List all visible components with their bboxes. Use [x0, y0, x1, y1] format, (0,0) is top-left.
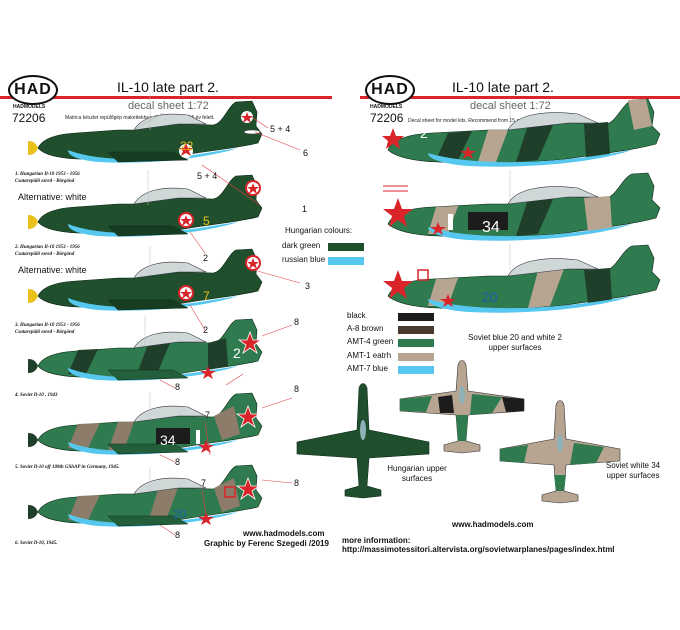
- caption-3: 3. Hungarian Il-10 1953 - 1956 Csatarepü…: [15, 322, 80, 336]
- age-note-right: Decal sheet for model kits. Recommend fr…: [408, 118, 547, 124]
- alternative-label-2: Alternative: white: [18, 265, 87, 275]
- right-profile-1: [382, 98, 661, 167]
- hungarian-colour-swatch-1: [328, 257, 364, 265]
- callout-10: 8: [294, 384, 300, 394]
- callout-1: 5 + 4: [270, 124, 291, 134]
- hungarian-colour-label-1: russian blue: [282, 255, 326, 264]
- soviet-colour-swatch-2: [398, 339, 434, 347]
- callout-lines: [159, 115, 301, 536]
- caption-4-line1: 4. Soviet Il-10 , 1943: [15, 393, 58, 398]
- callout-6: 3: [305, 281, 311, 291]
- aircraft-number-4: 2: [233, 345, 241, 361]
- aircraft-number-5: 34: [160, 432, 176, 448]
- callout-7: 2: [203, 325, 209, 335]
- view-caption-hungarian: Hungarian upper surfaces: [387, 464, 447, 483]
- top-view-soviet-blue: [399, 360, 525, 454]
- sheet-subtitle-left: decal sheet 1:72: [128, 100, 209, 112]
- callout-14: 7: [201, 478, 207, 488]
- right-aircraft-number-1: 2: [420, 125, 428, 141]
- right-aircraft-number-3: 20: [482, 289, 498, 305]
- soviet-colour-swatch-1: [398, 326, 434, 334]
- aircraft-number-3: 7: [203, 289, 210, 303]
- caption-2: 2. Hungarian Il-10 1953 - 1956 Csatarepü…: [15, 244, 80, 258]
- footer-url-left[interactable]: www.hadmodels.com: [243, 529, 325, 538]
- aircraft-profile-2: [28, 174, 263, 237]
- aircraft-profile-6: [28, 464, 263, 527]
- soviet-colour-swatch-4: [398, 366, 434, 374]
- callout-4: 1: [302, 204, 308, 214]
- had-logo-right: HAD: [365, 75, 415, 105]
- callout-5: 2: [203, 253, 209, 263]
- aircraft-profile-1: [28, 100, 263, 163]
- header-red-line-right: [360, 96, 680, 99]
- caption-2-line2: Csatarepülő ezred - Börgönd: [15, 252, 75, 257]
- sheet-subtitle-right: decal sheet 1:72: [470, 100, 551, 112]
- callout-8: 8: [294, 317, 300, 327]
- caption-1-line1: 1. Hungarian Il-10 1953 - 1956: [15, 172, 80, 177]
- product-code-left: 72206: [12, 111, 46, 125]
- caption-4: 4. Soviet Il-10 , 1943: [15, 392, 58, 399]
- callout-13: 8: [294, 478, 300, 488]
- reference-lines: [144, 92, 151, 490]
- soviet-colour-swatch-3: [398, 353, 434, 361]
- caption-1: 1. Hungarian Il-10 1953 - 1956 Csatarepü…: [15, 171, 80, 185]
- caption-6: 6. Soviet Il-10, 1945.: [15, 540, 58, 547]
- caption-3-line1: 3. Hungarian Il-10 1953 - 1956: [15, 323, 80, 328]
- caption-1-line2: Csatarepülő ezred - Börgönd: [15, 179, 75, 184]
- view-caption-soviet-white: Soviet white 34 upper surfaces: [605, 461, 661, 480]
- callout-2: 6: [303, 148, 309, 158]
- aircraft-profile-5: [28, 392, 263, 455]
- footer-url-right[interactable]: www.hadmodels.com: [452, 520, 534, 529]
- aircraft-profile-3: [28, 248, 263, 311]
- callout-15: 8: [175, 530, 181, 540]
- header-red-line-left: [0, 96, 332, 99]
- soviet-colour-label-1: A-8 brown: [347, 324, 384, 333]
- product-code-right: 72206: [370, 111, 404, 125]
- caption-3-line2: Csatarepülő ezred - Börgönd: [15, 330, 75, 335]
- view-caption-soviet-blue: Soviet blue 20 and white 2 upper surface…: [468, 333, 562, 352]
- soviet-colour-label-2: AMT-4 green: [347, 337, 394, 346]
- soviet-colour-label-4: AMT-7 blue: [347, 364, 388, 373]
- brand-left: HADMODELS: [13, 104, 46, 110]
- age-note-left: Matrica készlet repülőgép makettekhez. A…: [65, 115, 215, 121]
- callout-11: 7: [205, 410, 211, 420]
- hungarian-colours-title: Hungarian colours:: [285, 226, 353, 235]
- right-profile-2: [383, 172, 661, 241]
- callout-12: 8: [175, 457, 181, 467]
- aircraft-number-6: 20: [173, 507, 187, 521]
- right-aircraft-number-2: 34: [482, 219, 500, 236]
- top-view-hungarian: [296, 383, 430, 499]
- caption-5-line1: 5. Soviet Il-10 off 108th GShAP in Germa…: [15, 465, 120, 470]
- aircraft-profile-4: [28, 318, 263, 381]
- hungarian-colour-swatch-0: [328, 243, 364, 251]
- soviet-colour-label-0: black: [347, 311, 366, 320]
- soviet-colour-swatch-0: [398, 313, 434, 321]
- sheet-title-right: IL-10 late part 2.: [452, 79, 554, 95]
- footer-credit: Graphic by Ferenc Szegedi /2019: [204, 539, 329, 548]
- caption-6-line1: 6. Soviet Il-10, 1945.: [15, 541, 58, 546]
- hungarian-colour-label-0: dark green: [282, 241, 321, 250]
- aircraft-number-1: 22: [180, 139, 194, 153]
- caption-2-line1: 2. Hungarian Il-10 1953 - 1956: [15, 245, 80, 250]
- alternative-label-1: Alternative: white: [18, 192, 87, 202]
- callout-9: 8: [175, 382, 181, 392]
- aircraft-number-2: 5: [203, 214, 210, 228]
- soviet-colour-label-3: AMT-1 eatrh: [347, 351, 392, 360]
- footer-more-info[interactable]: more information: http://massimotessitor…: [342, 536, 615, 554]
- top-view-soviet-white: [499, 400, 621, 504]
- callout-3: 5 + 4: [197, 171, 218, 181]
- sheet-title-left: IL-10 late part 2.: [117, 79, 219, 95]
- caption-5: 5. Soviet Il-10 off 108th GShAP in Germa…: [15, 464, 120, 471]
- brand-right: HADMODELS: [370, 104, 403, 110]
- had-logo-left: HAD: [8, 75, 58, 105]
- right-profile-3: [383, 244, 661, 313]
